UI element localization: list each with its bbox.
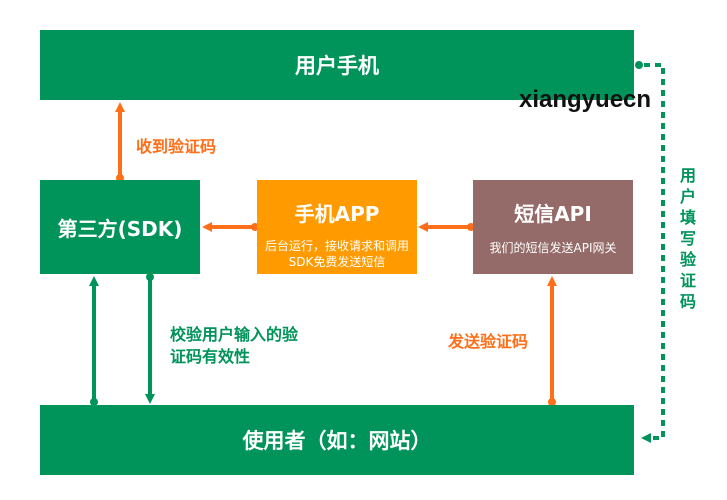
node-sms-api: 短信API 我们的短信发送API网关 (473, 180, 633, 274)
node-user-phone-label: 用户手机 (295, 54, 379, 78)
node-sdk-label: 第三方(SDK) (57, 216, 183, 241)
arrow-app-to-sdk (202, 222, 259, 232)
edge-label-verify-input: 校验用户输入的验证码有效性 (170, 325, 299, 366)
arrow-user-to-smsapi (547, 276, 557, 406)
edge-label-receive-code: 收到验证码 (136, 137, 217, 156)
arrow-sdk-to-user (145, 273, 155, 404)
node-app: 手机APP 后台运行，接收请求和调用SDK免费发送短信 (257, 180, 417, 274)
node-user-website: 使用者（如：网站） (40, 405, 634, 475)
watermark: xiangyuecn (519, 86, 652, 113)
edge-label-user-fill-code: 用户填写验证码 (679, 166, 696, 311)
arrow-smsapi-to-app (418, 222, 475, 232)
node-user-website-label: 使用者（如：网站） (242, 429, 432, 453)
node-app-label: 手机APP (294, 202, 380, 226)
edge-label-send-code: 发送验证码 (448, 332, 529, 351)
node-sms-api-label: 短信API (514, 202, 592, 226)
node-user-phone: 用户手机 (40, 30, 634, 100)
arrow-phone-to-user-dashed (635, 61, 665, 443)
arrow-user-to-sdk (89, 276, 99, 406)
node-sms-api-desc: 我们的短信发送API网关 (489, 241, 617, 255)
node-sdk: 第三方(SDK) (40, 180, 200, 274)
node-app-desc: 后台运行，接收请求和调用SDK免费发送短信 (264, 239, 409, 269)
arrow-sdk-to-phone (115, 102, 125, 182)
